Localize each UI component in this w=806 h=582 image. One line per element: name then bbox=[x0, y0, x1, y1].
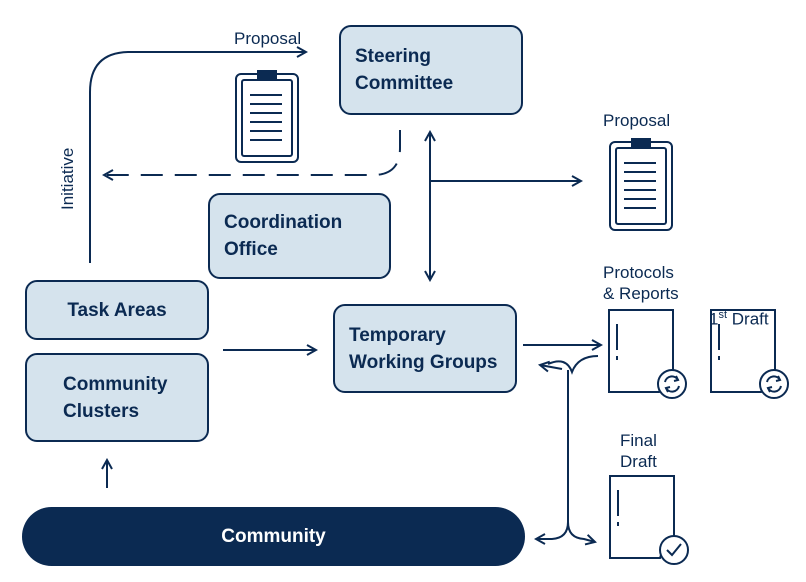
docs-twg-feedback bbox=[547, 355, 599, 375]
community-clusters-box: Community Clusters bbox=[25, 353, 209, 442]
first-draft-number: 1 bbox=[709, 309, 719, 329]
steering-committee-box: Steering Committee bbox=[339, 25, 523, 115]
document-refresh-icon bbox=[608, 309, 687, 399]
initiative-arrow bbox=[89, 52, 306, 263]
document-refresh-icon bbox=[710, 309, 789, 399]
clipboard-icon bbox=[235, 70, 299, 163]
temporary-working-groups-box: Temporary Working Groups bbox=[333, 304, 517, 393]
initiative-label: Initiative bbox=[58, 147, 77, 210]
community-label: Community bbox=[221, 525, 326, 547]
proposal-label-right: Proposal bbox=[603, 111, 671, 130]
first-draft-superscript: st bbox=[718, 309, 728, 321]
community-clusters-label: Community Clusters bbox=[63, 373, 168, 422]
document-check-icon bbox=[609, 475, 689, 565]
final-draft-label: Final Draft bbox=[620, 431, 657, 471]
protocols-reports-label: Protocols & Reports bbox=[603, 263, 679, 303]
community-bar: Community bbox=[22, 507, 525, 566]
proposal-label-left: Proposal bbox=[234, 29, 302, 48]
task-areas-label: Task Areas bbox=[67, 299, 167, 321]
temporary-working-groups-label: Temporary Working Groups bbox=[349, 324, 498, 373]
steering-committee-label: Steering Committee bbox=[355, 46, 454, 94]
first-draft-text: Draft bbox=[727, 309, 769, 329]
first-draft-label: 1st Draft bbox=[709, 284, 769, 330]
clipboard-icon bbox=[609, 138, 673, 231]
coordination-office-box: Coordination Office bbox=[208, 193, 391, 279]
task-areas-box: Task Areas bbox=[25, 280, 209, 340]
feedback-dashed-arrow bbox=[104, 130, 401, 175]
coordination-office-label: Coordination Office bbox=[224, 212, 343, 260]
